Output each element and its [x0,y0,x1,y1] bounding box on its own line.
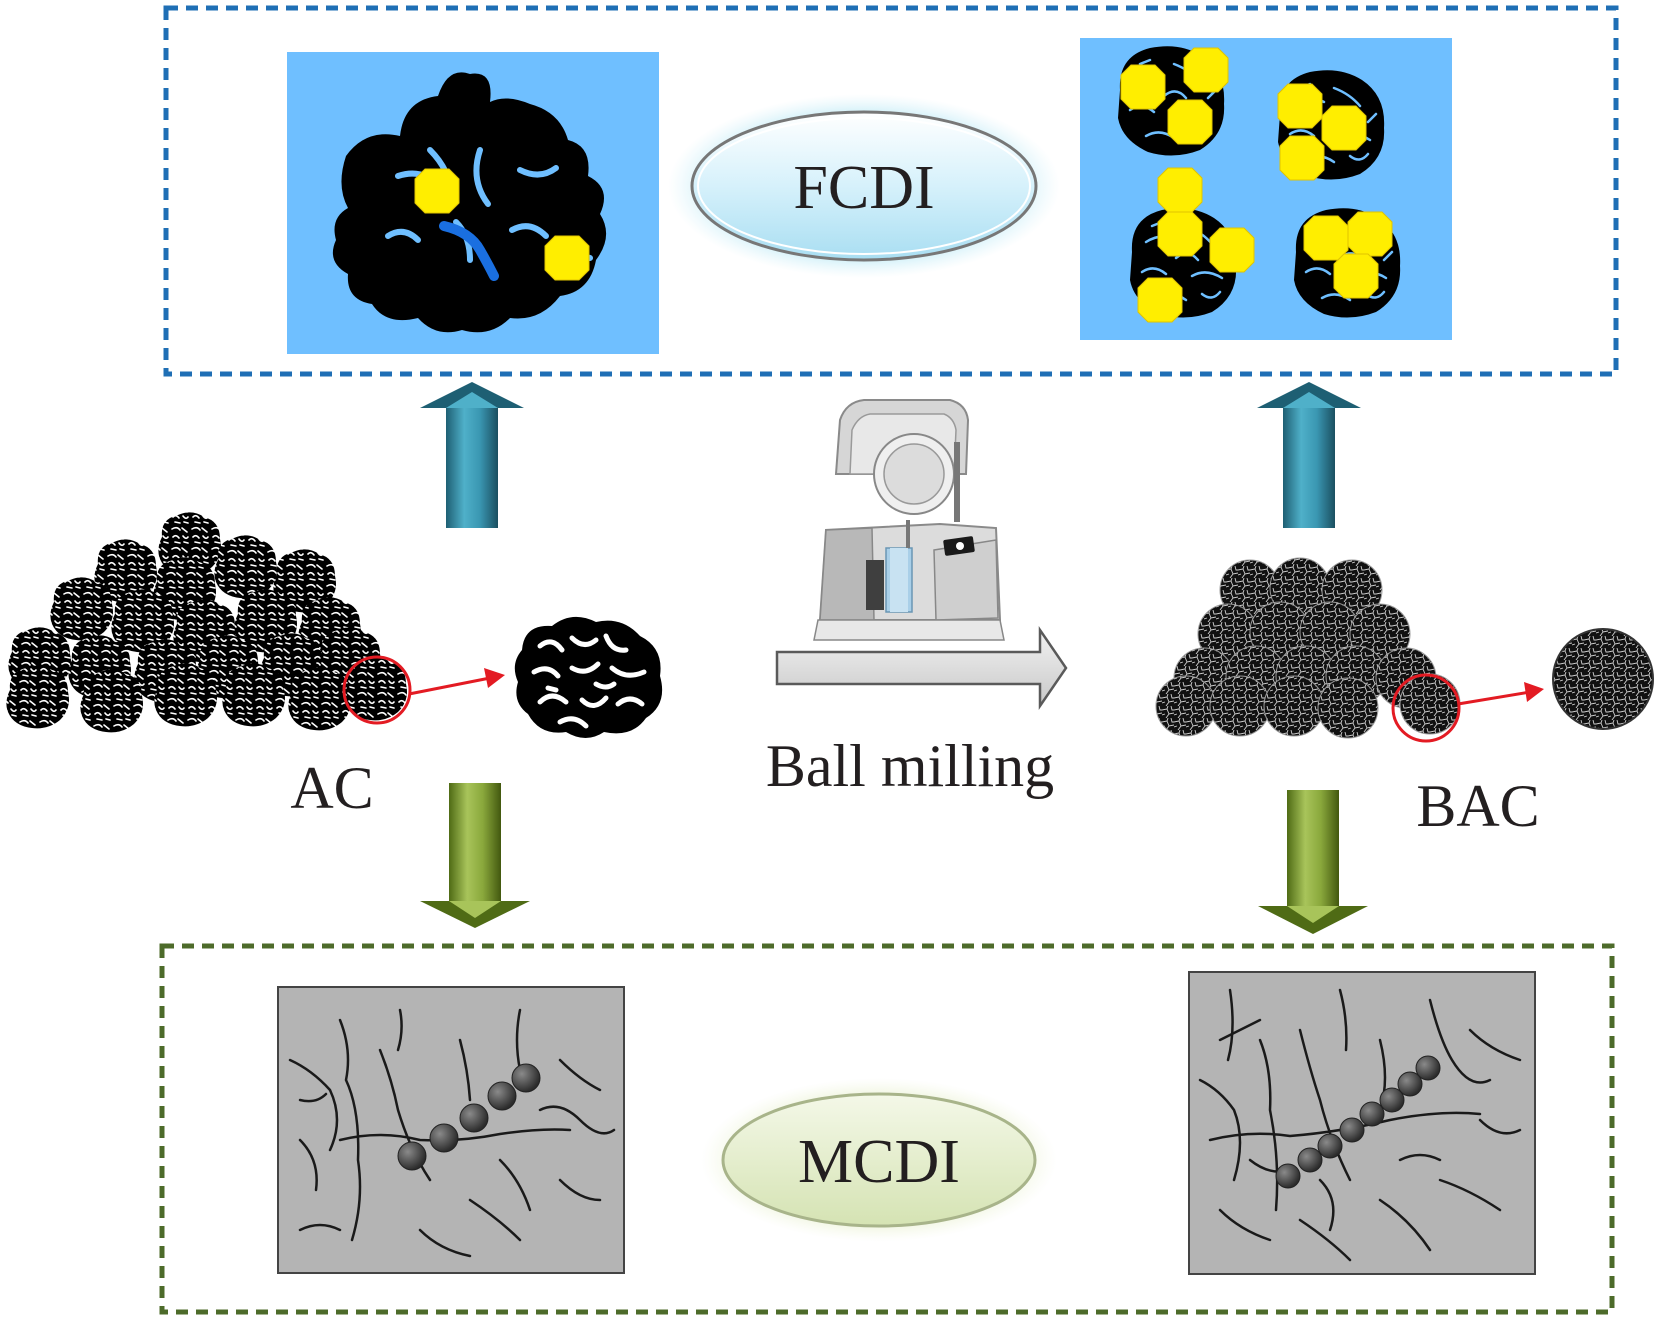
ac-highlight-circle [342,655,412,725]
arrow-down-ac-to-mcdi [420,783,530,928]
ion-yellow [1157,167,1203,213]
ion-yellow [1333,253,1379,299]
ion-yellow [1321,105,1367,151]
bac-sphere-pile [1155,557,1461,739]
ion-yellow [1347,211,1393,257]
ion-yellow [1157,211,1203,257]
mcdi-badge: MCDI [701,1078,1057,1242]
process-label: Ball milling [766,733,1054,799]
ion-yellow [1303,215,1349,261]
ion-yellow [1209,227,1255,273]
mcdi-label: MCDI [798,1128,960,1196]
ac-zoom-arrow [408,668,505,696]
ac-label: AC [290,755,373,821]
fcdi-label: FCDI [793,154,934,222]
fcdi-frame [163,5,1619,377]
ion-yellow [544,235,590,281]
fcdi-badge: FCDI [668,94,1060,278]
fcdi-bac-panel [1080,38,1452,340]
ion-yellow [1279,135,1325,181]
bac-zoom-arrow [1457,682,1544,706]
arrow-up-ac-to-fcdi [420,382,524,528]
bac-highlight-circle [1391,673,1461,743]
ion-yellow [1183,47,1229,93]
fcdi-ac-panel [287,52,659,354]
ac-particle-enlarged [514,616,663,738]
mcdi-bac-electrode-panel [1188,971,1536,1275]
mcdi-ac-electrode-panel [277,986,625,1274]
ion-yellow [1137,277,1183,323]
mcdi-frame [159,943,1615,1315]
ion-yellow [1167,99,1213,145]
bac-sphere-enlarged [1552,628,1654,730]
ion-yellow [414,168,460,214]
arrow-down-bac-to-mcdi [1258,790,1368,934]
ball-mill-machine-icon [813,399,1005,641]
ion-yellow [1277,83,1323,129]
ion-yellow [1120,64,1166,110]
arrow-up-bac-to-fcdi [1257,382,1361,528]
bac-label: BAC [1416,773,1539,839]
right-arrow-icon [775,625,1068,711]
